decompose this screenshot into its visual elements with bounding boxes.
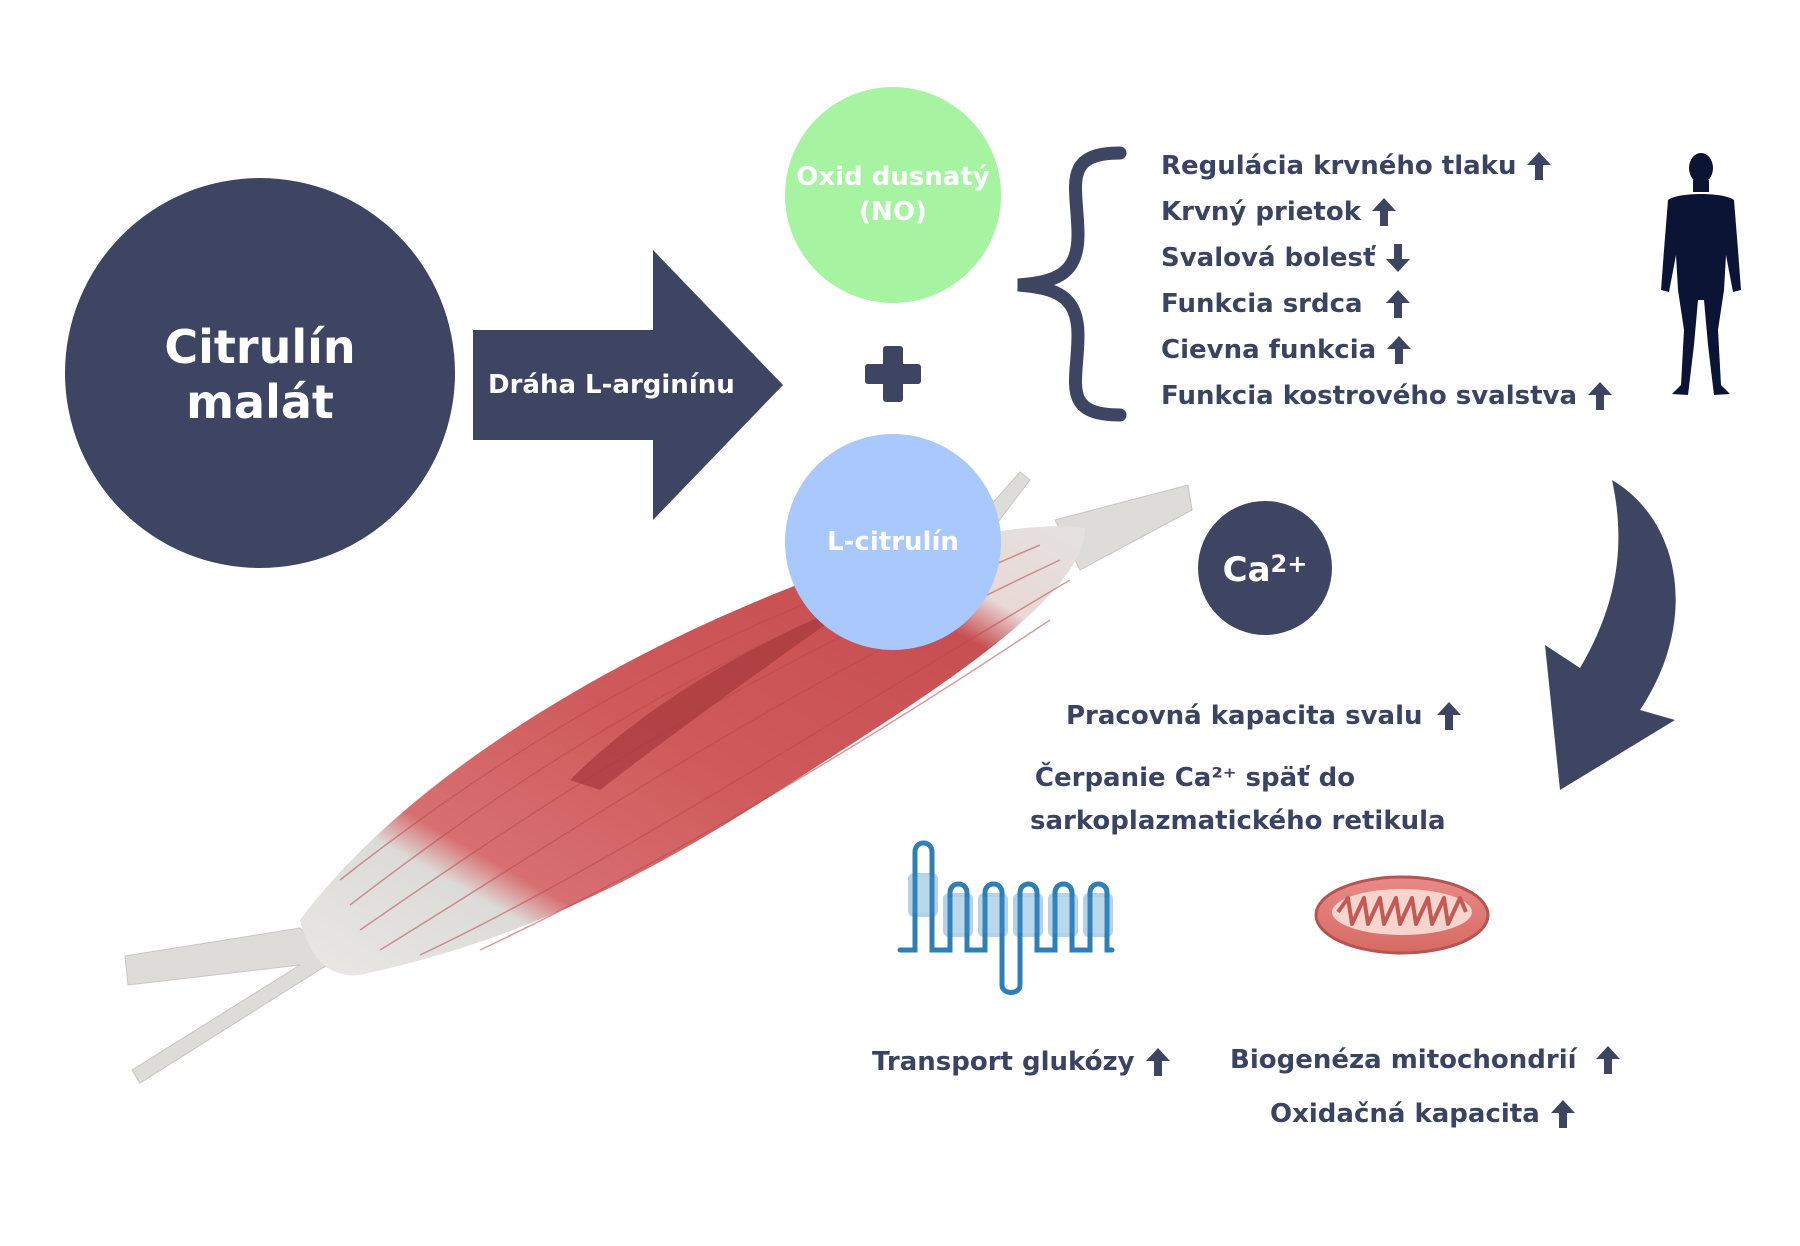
arrow-up-icon	[1527, 152, 1552, 180]
nitric-oxide-node	[785, 87, 1001, 303]
muscle-groove	[570, 600, 860, 790]
oxidative-capacity-label: Oxidačná kapacita	[1270, 1099, 1540, 1129]
pathway-arrow	[473, 250, 783, 520]
glucose-transport-effect: Transport glukózy	[872, 1046, 1171, 1078]
arrow-up-icon	[1550, 1100, 1575, 1128]
mito-biogenesis-effect: Biogenéza mitochondrií	[1230, 1044, 1621, 1076]
systemic-effect-item: Cievna funkcia	[1161, 334, 1412, 366]
nitric-oxide-label: Oxid dusnatý (NO)	[793, 155, 993, 235]
citrulline-malate-line2: malát	[186, 375, 334, 429]
systemic-effect-item: Regulácia krvného tlaku	[1161, 150, 1552, 182]
oxidative-capacity-effect: Oxidačná kapacita	[1270, 1098, 1576, 1130]
citrulline-malate-label: Citrulín malát	[90, 310, 430, 440]
effect-label: Cievna funkcia	[1161, 335, 1377, 365]
systemic-effect-item: Funkcia srdca	[1161, 288, 1411, 320]
calcium-ion-node	[1198, 501, 1332, 635]
work-capacity-label: Pracovná kapacita svalu	[1066, 701, 1423, 731]
systemic-effect-item: Krvný prietok	[1161, 196, 1397, 228]
mito-biogenesis-label: Biogenéza mitochondrií	[1230, 1045, 1577, 1075]
effect-label: Funkcia srdca	[1161, 289, 1363, 319]
arrow-down-icon	[1386, 244, 1411, 272]
muscle-tendon-lower-split	[124, 927, 336, 1084]
arrow-up-icon	[1385, 290, 1410, 318]
calcium-symbol: Ca	[1222, 550, 1271, 590]
pathway-label: Dráha L-arginínu	[488, 370, 735, 400]
citrulline-malate-line1: Citrulín	[164, 319, 356, 374]
systemic-effect-item: Svalová bolesť	[1161, 242, 1411, 274]
nitric-oxide-line1: Oxid dusnatý	[796, 161, 990, 192]
effect-label: Svalová bolesť	[1161, 243, 1376, 273]
arrow-up-icon	[1437, 702, 1462, 730]
calcium-pumping-effect: Čerpanie Ca²⁺ späť do sarkoplazmatického…	[1030, 763, 1446, 843]
work-capacity-effect: Pracovná kapacita svalu	[1066, 700, 1462, 732]
citrulline-malate-node	[65, 178, 455, 568]
effect-label: Funkcia kostrového svalstva	[1161, 381, 1578, 411]
calcium-pumping-line1: Čerpanie Ca²⁺ späť do	[1034, 763, 1356, 793]
plus-sign	[865, 346, 921, 402]
glucose-transport-label: Transport glukózy	[872, 1047, 1135, 1077]
systemic-effect-item: Funkcia kostrového svalstva	[1161, 380, 1613, 412]
human-silhouette-icon	[1661, 153, 1741, 395]
arrow-up-icon	[1387, 336, 1412, 364]
arrow-up-icon	[1588, 382, 1613, 410]
calcium-charge: 2+	[1270, 550, 1308, 578]
effect-label: Krvný prietok	[1161, 197, 1361, 227]
nitric-oxide-line2: (NO)	[859, 197, 927, 227]
arrow-up-icon	[1145, 1048, 1170, 1076]
arrow-up-icon	[1595, 1046, 1620, 1074]
l-citrulline-node	[785, 434, 1001, 650]
effects-brace	[1017, 146, 1127, 422]
mitochondrion-icon	[1314, 875, 1490, 955]
curved-arrow	[1545, 480, 1676, 790]
effect-label: Regulácia krvného tlaku	[1161, 151, 1517, 181]
arrow-up-icon	[1372, 198, 1396, 226]
membrane-transporter-icon	[897, 840, 1115, 995]
calcium-pumping-line2: sarkoplazmatického retikula	[1030, 806, 1446, 836]
l-citrulline-label: L-citrulín	[827, 527, 959, 557]
